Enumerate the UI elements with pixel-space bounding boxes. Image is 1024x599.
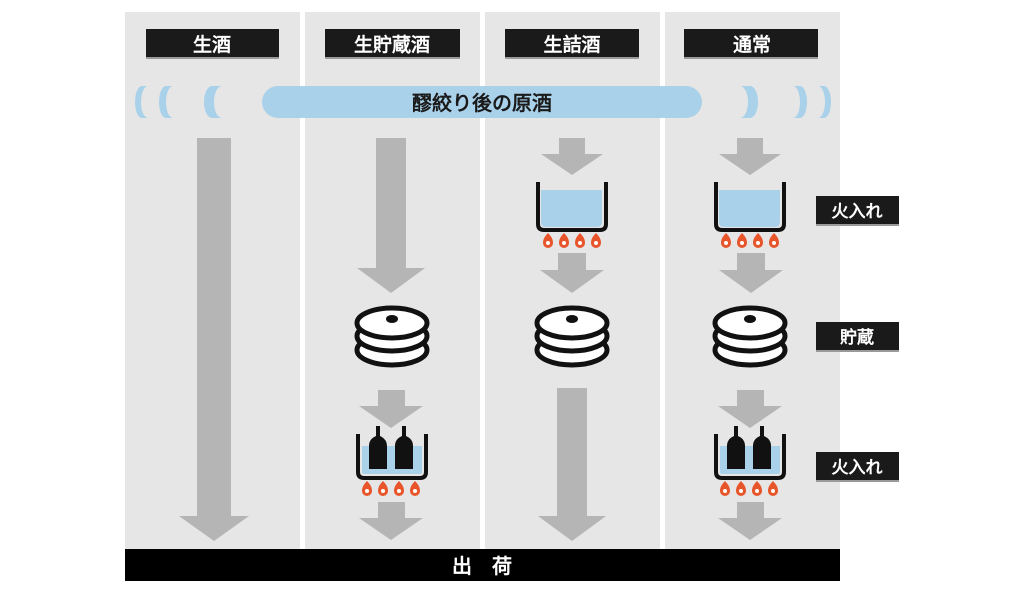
svg-text:生詰酒: 生詰酒 <box>543 33 600 56</box>
column-header-namachozo: 生貯蔵酒 <box>325 29 460 59</box>
flow-arrow <box>357 138 425 293</box>
svg-text:出 荷: 出 荷 <box>452 554 512 578</box>
svg-text:通常: 通常 <box>733 33 771 56</box>
column-header-namazake: 生酒 <box>146 29 279 59</box>
flow-arrow <box>359 390 423 428</box>
flow-arrow <box>179 138 249 541</box>
svg-text:火入れ: 火入れ <box>832 202 883 222</box>
storage-tank-icon <box>534 305 610 368</box>
raw-sake-band: 醪絞り後の原酒 <box>135 86 831 118</box>
flow-arrow <box>538 388 606 541</box>
column-header-namazume: 生詰酒 <box>505 29 639 59</box>
svg-text:貯蔵: 貯蔵 <box>840 327 874 348</box>
storage-tank-icon <box>712 305 788 368</box>
svg-text:火入れ: 火入れ <box>832 458 883 478</box>
flow-arrow <box>359 502 423 540</box>
flow-arrow <box>719 138 781 175</box>
svg-text:生酒: 生酒 <box>193 33 231 56</box>
flow-arrow <box>718 502 782 540</box>
flow-arrow <box>719 253 783 293</box>
step-label-storage: 貯蔵 <box>816 322 899 352</box>
step-label-heating-2: 火入れ <box>816 452 899 482</box>
shipping-bar: 出 荷 <box>125 549 840 581</box>
bottle-heating-icon <box>714 426 786 480</box>
bottle-heating-icon <box>356 426 428 480</box>
storage-tank-icon <box>354 305 430 368</box>
svg-text:生貯蔵酒: 生貯蔵酒 <box>354 33 430 56</box>
column-header-tsujo: 通常 <box>684 29 818 59</box>
flow-arrow <box>718 390 782 428</box>
step-label-heating-1: 火入れ <box>816 196 899 226</box>
flow-arrow <box>540 253 604 293</box>
heating-pot-icon <box>536 182 608 232</box>
raw-sake-band-label: 醪絞り後の原酒 <box>412 91 552 115</box>
heating-pot-icon <box>714 182 786 232</box>
flow-arrow <box>541 138 603 175</box>
